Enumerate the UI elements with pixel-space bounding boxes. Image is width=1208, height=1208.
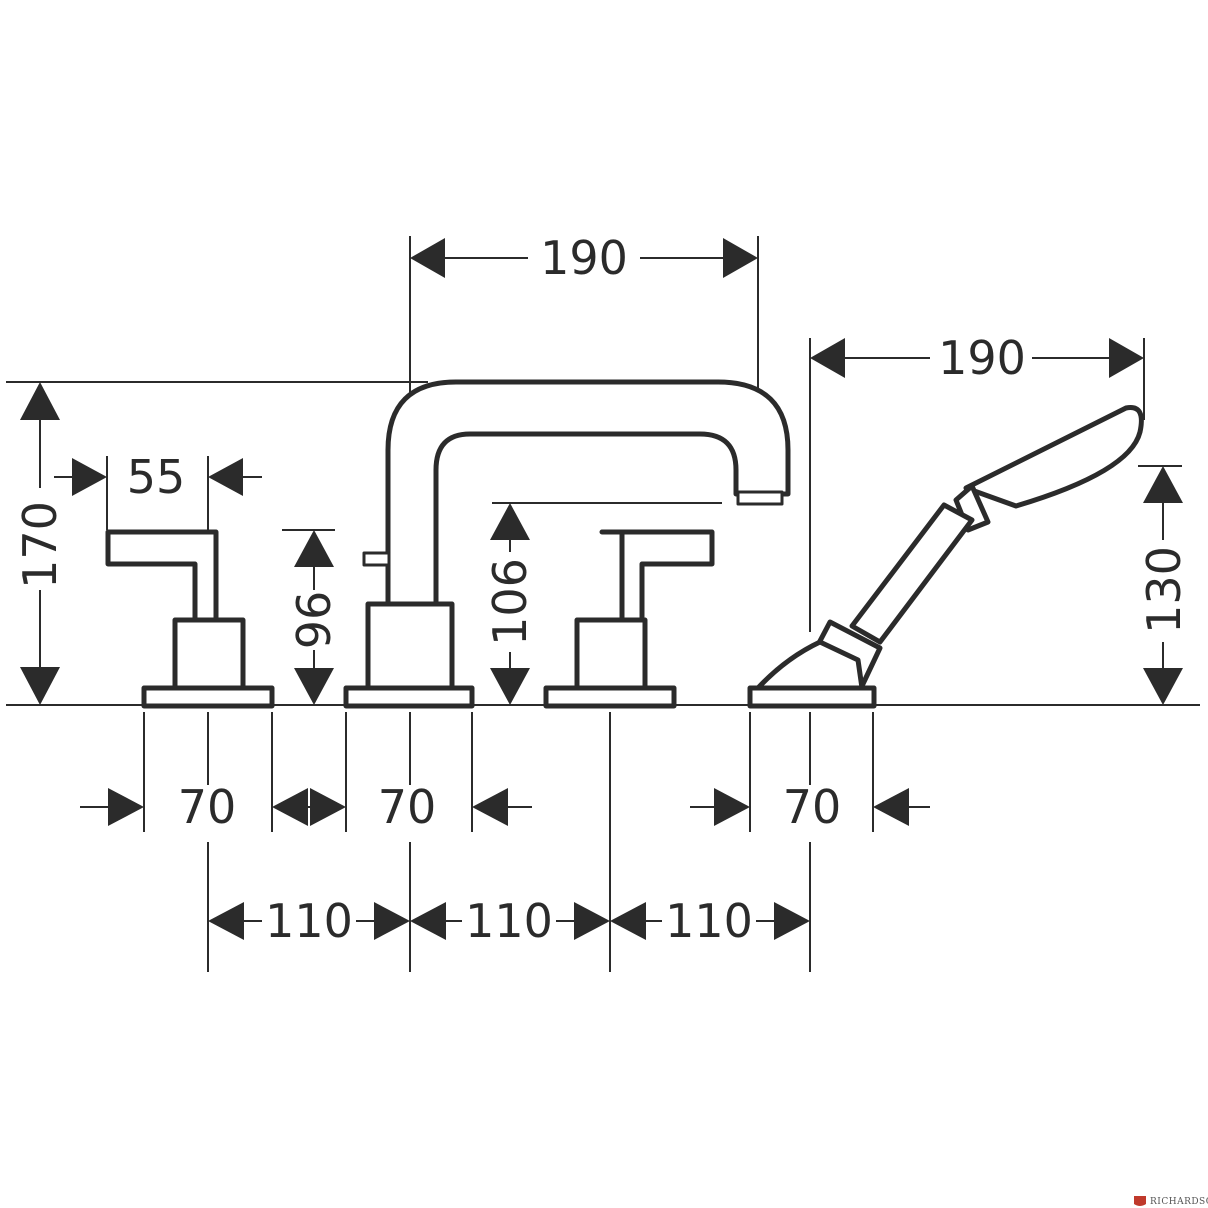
arrowhead: [714, 788, 750, 826]
dim-base-width-right: 70: [783, 780, 842, 834]
richardson-watermark: RICHARDSON: [1134, 1196, 1208, 1207]
dim-total-height: 170: [13, 501, 67, 589]
arrowhead: [208, 458, 243, 496]
richardson-logo-icon: [1134, 1196, 1146, 1206]
arrowhead: [810, 338, 845, 378]
dim-handle-length: 55: [127, 450, 186, 504]
arrowhead: [723, 238, 758, 278]
dim-outlet-height: 106: [483, 558, 537, 646]
arrowhead: [410, 238, 445, 278]
handshower: [747, 405, 1144, 709]
dimension-labels: 190 190 170 55 96 106 130 70 70 70 110 1…: [13, 231, 1191, 948]
spout: [343, 379, 791, 709]
watermark-text: RICHARDSON: [1150, 1197, 1208, 1207]
arrowhead: [490, 503, 530, 540]
dim-spacing-3: 110: [665, 894, 753, 948]
arrowhead: [490, 668, 530, 705]
dim-spacing-2: 110: [465, 894, 553, 948]
arrowhead: [20, 667, 60, 705]
arrowhead: [610, 902, 646, 940]
arrowhead: [272, 788, 308, 826]
extension-lines: [6, 236, 1200, 972]
arrowheads: [20, 238, 1183, 940]
arrowhead: [108, 788, 144, 826]
right-valve-handle: [543, 529, 715, 709]
dim-valve-height: 96: [287, 591, 341, 650]
arrowhead: [294, 530, 334, 567]
arrowhead: [410, 902, 446, 940]
dim-handshower-length: 190: [938, 331, 1026, 385]
dim-base-width-center: 70: [378, 780, 437, 834]
dim-spacing-1: 110: [265, 894, 353, 948]
arrowhead: [574, 902, 610, 940]
arrowhead: [1109, 338, 1144, 378]
arrowhead: [208, 902, 244, 940]
arrowhead: [774, 902, 810, 940]
left-valve-handle: [105, 529, 275, 709]
dimension-lines: [39, 257, 1164, 922]
arrowhead: [72, 458, 107, 496]
dim-handshower-height: 130: [1137, 546, 1191, 634]
arrowhead: [374, 902, 410, 940]
arrowhead: [873, 788, 909, 826]
arrowhead: [20, 382, 60, 420]
arrowhead: [472, 788, 508, 826]
arrowhead: [1143, 466, 1183, 503]
arrowhead: [310, 788, 346, 826]
arrowhead: [1143, 668, 1183, 705]
dim-base-width-left: 70: [178, 780, 237, 834]
arrowhead: [294, 668, 334, 705]
dim-spout-reach: 190: [540, 231, 628, 285]
